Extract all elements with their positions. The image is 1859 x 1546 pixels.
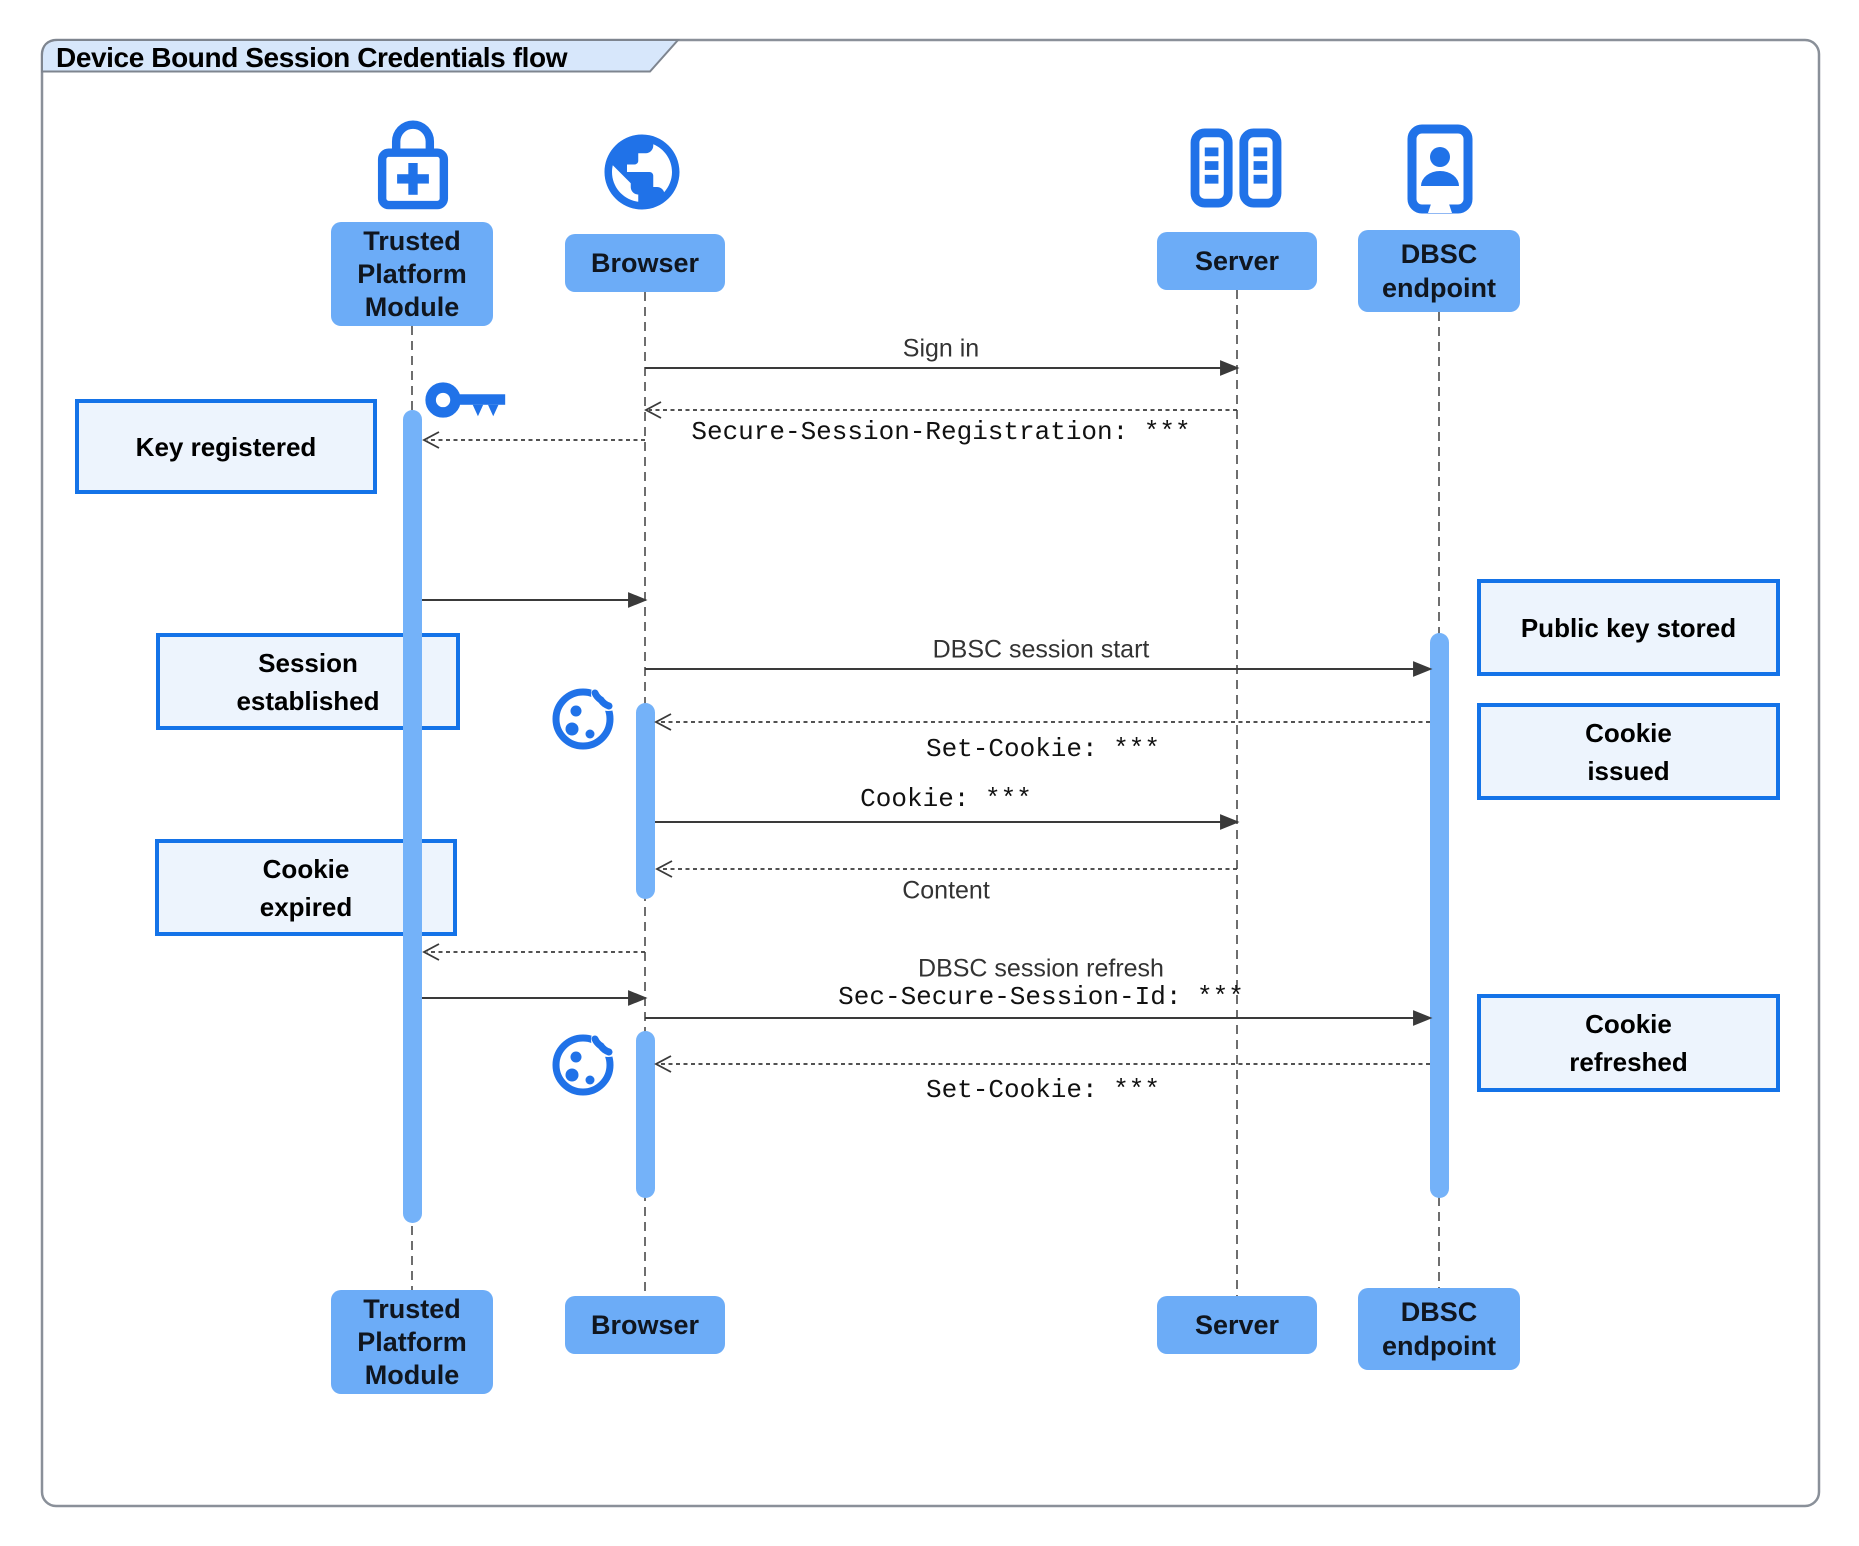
- note-public-key-stored: Public key stored: [1477, 579, 1780, 676]
- msg-label-dbsc-session-start: DBSC session start: [932, 635, 1150, 664]
- note-key-registered: Key registered: [75, 399, 377, 494]
- note-cookie-expired: Cookie expired: [155, 839, 457, 936]
- actor-top-server: Server: [1157, 232, 1317, 290]
- activation-browser-1: [636, 703, 655, 899]
- note-cookie-issued: Cookie issued: [1477, 703, 1780, 800]
- actor-label: DBSC endpoint: [1382, 239, 1496, 303]
- actor-label: Trusted Platform Module: [357, 225, 467, 322]
- cookie-icon-2: [549, 1025, 621, 1099]
- arrow-browser-to-tpm-2: [422, 943, 645, 961]
- note-text: Session established: [236, 647, 380, 716]
- msg-label-set-cookie-1: Set-Cookie: ***: [925, 734, 1161, 764]
- key-icon: [423, 372, 509, 428]
- actor-label: Server: [1194, 1310, 1280, 1340]
- actor-bottom-browser: Browser: [565, 1296, 725, 1354]
- arrow-cookie: [655, 814, 1240, 830]
- msg-label-content: Content: [902, 876, 990, 905]
- note-text: Cookie refreshed: [1569, 1009, 1688, 1077]
- door-person-icon: [1407, 124, 1473, 214]
- cookie-icon-1: [549, 679, 621, 753]
- arrow-tpm-to-browser-2: [422, 990, 648, 1006]
- arrow-dbsc-session-refresh: [645, 1010, 1433, 1026]
- arrow-set-cookie-1: [654, 713, 1430, 731]
- actor-bottom-tpm: Trusted Platform Module: [331, 1290, 493, 1394]
- msg-label-sec-secure-session-id: Sec-Secure-Session-Id: ***: [838, 982, 1244, 1012]
- activation-tpm: [403, 410, 422, 1223]
- actor-label: Server: [1194, 246, 1280, 276]
- arrow-content: [655, 860, 1237, 878]
- note-session-established: Session established: [156, 633, 460, 730]
- msg-label-secure-session-registration: Secure-Session-Registration: ***: [691, 417, 1191, 447]
- arrow-tpm-to-browser-1: [422, 592, 648, 608]
- actor-label: Browser: [590, 248, 700, 278]
- actor-label: Trusted Platform Module: [357, 1293, 467, 1390]
- actor-top-browser: Browser: [565, 234, 725, 292]
- note-text: Cookie issued: [1585, 717, 1672, 786]
- server-rack-icon: [1186, 127, 1286, 209]
- note-cookie-refreshed: Cookie refreshed: [1477, 994, 1780, 1092]
- note-text: Public key stored: [1520, 612, 1737, 643]
- arrow-browser-to-tpm-1: [422, 431, 645, 449]
- actor-top-tpm: Trusted Platform Module: [331, 222, 493, 326]
- arrow-secure-session-registration: [644, 401, 1237, 419]
- msg-label-cookie: Cookie: ***: [860, 784, 1032, 814]
- lock-plus-icon: [370, 112, 456, 214]
- actor-label: Browser: [590, 1310, 700, 1340]
- msg-label-set-cookie-2: Set-Cookie: ***: [925, 1075, 1161, 1105]
- note-text: Key registered: [135, 431, 317, 462]
- msg-label-sign-in: Sign in: [902, 334, 980, 363]
- actor-label: DBSC endpoint: [1382, 1297, 1496, 1361]
- page-title: Device Bound Session Credentials flow: [56, 42, 568, 73]
- note-text: Cookie expired: [259, 853, 353, 922]
- activation-browser-2: [636, 1031, 655, 1198]
- arrow-set-cookie-2: [654, 1055, 1430, 1073]
- msg-label-dbsc-session-refresh: DBSC session refresh: [918, 954, 1164, 983]
- actor-top-dbsc: DBSC endpoint: [1358, 230, 1520, 312]
- globe-icon: [597, 127, 687, 217]
- activation-dbsc: [1430, 633, 1449, 1198]
- actor-bottom-dbsc: DBSC endpoint: [1358, 1288, 1520, 1370]
- actor-bottom-server: Server: [1157, 1296, 1317, 1354]
